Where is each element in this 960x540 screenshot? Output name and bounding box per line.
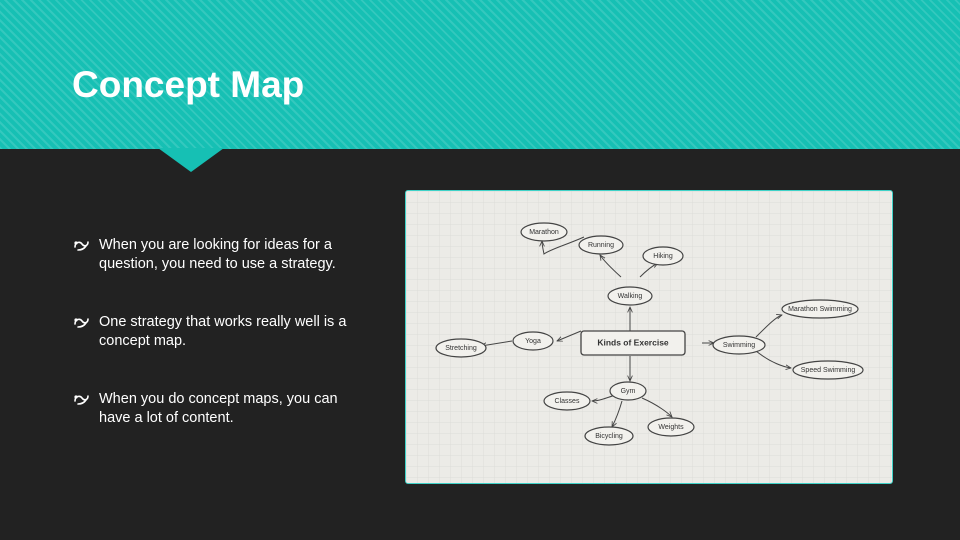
node-marathon: Marathon	[520, 222, 568, 242]
slide-title: Concept Map	[72, 64, 305, 105]
concept-map-diagram: Marathon Running Hiking Walking Yoga Str…	[406, 191, 892, 483]
bullet-swirl-icon	[74, 241, 89, 251]
header-banner	[0, 0, 960, 149]
node-label: Weights	[658, 424, 684, 431]
connector-line	[755, 350, 791, 368]
node-label: Yoga	[525, 338, 541, 345]
node-marathon-swimming: Marathon Swimming	[781, 299, 859, 319]
center-node-label: Kinds of Exercise	[597, 337, 669, 347]
connector-line	[557, 330, 582, 341]
connector-line	[641, 397, 672, 417]
node-label: Marathon Swimming	[788, 306, 852, 313]
node-speed-swimming: Speed Swimming	[792, 360, 864, 380]
bullet-item: When you do concept maps, you can have a…	[72, 390, 372, 428]
bullet-text: When you do concept maps, you can have a…	[99, 391, 338, 426]
node-classes: Classes	[543, 391, 591, 411]
node-label: Marathon	[529, 229, 559, 236]
node-yoga: Yoga	[512, 331, 554, 351]
bullet-item: When you are looking for ideas for a que…	[72, 236, 372, 274]
node-swimming: Swimming	[712, 335, 766, 355]
bullet-swirl-icon	[74, 395, 89, 405]
bullet-item: One strategy that works really well is a…	[72, 313, 372, 351]
node-weights: Weights	[647, 417, 695, 437]
connector-line	[481, 340, 513, 346]
node-label: Walking	[618, 293, 643, 300]
node-label: Classes	[555, 398, 580, 405]
node-gym: Gym	[609, 381, 647, 401]
node-label: Speed Swimming	[801, 367, 856, 374]
node-label: Hiking	[653, 253, 673, 260]
node-label: Running	[588, 242, 614, 249]
connector-line	[755, 315, 782, 338]
node-hiking: Hiking	[642, 246, 684, 266]
concept-map-image: Marathon Running Hiking Walking Yoga Str…	[405, 190, 893, 484]
bullet-swirl-icon	[74, 318, 89, 328]
bullet-text: When you are looking for ideas for a que…	[99, 237, 336, 272]
header-notch	[158, 148, 224, 172]
node-label: Gym	[621, 388, 636, 395]
node-stretching: Stretching	[435, 338, 487, 358]
connector-line	[542, 236, 585, 255]
node-label: Bicycling	[595, 433, 623, 440]
connector-line	[600, 255, 622, 278]
node-label: Swimming	[723, 342, 755, 349]
node-bicycling: Bicycling	[584, 426, 634, 446]
node-label: Stretching	[445, 345, 477, 352]
bullet-text: One strategy that works really well is a…	[99, 314, 347, 349]
bullet-list: When you are looking for ideas for a que…	[72, 236, 372, 467]
node-walking: Walking	[607, 286, 653, 306]
node-running: Running	[578, 235, 624, 255]
connector-line	[612, 400, 623, 427]
node-kinds-of-exercise: Kinds of Exercise	[580, 330, 686, 356]
